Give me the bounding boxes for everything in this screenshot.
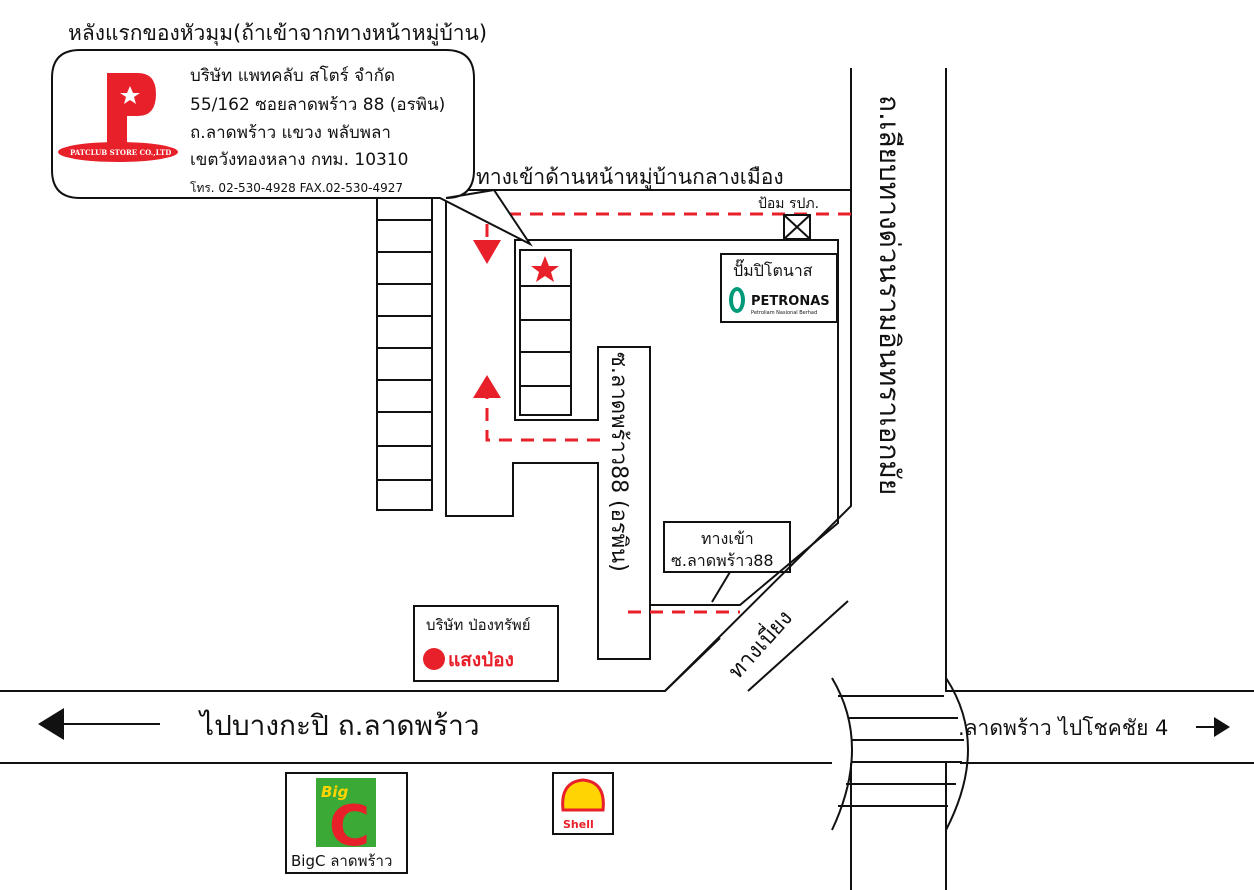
village-roads bbox=[445, 189, 851, 660]
petronas-landmark: ปั๊มปิโตนาส PETRONAS Petroliam Nasional … bbox=[720, 253, 838, 323]
left-arrow-icon bbox=[38, 708, 160, 740]
arrow-down-icon bbox=[473, 240, 501, 264]
village-entrance-label: ทางเข้าด้านหน้าหมู่บ้านกลางเมือง bbox=[476, 165, 784, 190]
address-callout: หลังแรกของหัวมุม(ถ้าเข้าจากทางหน้าหมู่บ้… bbox=[51, 21, 533, 247]
police-box-label: ป้อม รปภ. bbox=[758, 196, 819, 212]
shell-logo-icon bbox=[561, 778, 605, 812]
entrance-sign-line-1: ทางเข้า bbox=[701, 529, 754, 548]
house-row-left bbox=[376, 189, 433, 511]
callout-address-1: 55/162 ซอยลาดพร้าว 88 (อรพิน) bbox=[190, 95, 445, 115]
shell-landmark: Shell bbox=[552, 772, 614, 835]
callout-phone: โทร. 02-530-4928 FAX.02-530-4927 bbox=[190, 181, 403, 195]
police-box-icon bbox=[783, 214, 811, 240]
petronas-sub: Petroliam Nasional Berhad bbox=[751, 310, 817, 316]
slip-road bbox=[747, 600, 849, 692]
petronas-caption: ปั๊มปิโตนาส bbox=[733, 259, 813, 280]
bigc-c: C bbox=[329, 794, 370, 859]
bigc-big: Big bbox=[321, 783, 349, 801]
pongsap-brand: แสงป่อง bbox=[448, 649, 514, 671]
expressway-road-label: ถ.เลียบทางด่วนรามอินทราเอกมัย bbox=[873, 95, 906, 495]
right-arrow-icon bbox=[1196, 717, 1230, 737]
shell-brand: Shell bbox=[563, 818, 594, 831]
callout-heading: หลังแรกของหัวมุม(ถ้าเข้าจากทางหน้าหมู่บ้… bbox=[68, 21, 487, 46]
callout-address-3: เขตวังทองหลาง กทม. 10310 bbox=[190, 150, 409, 170]
to-bangkapi-label: ไปบางกะปิ ถ.ลาดพร้าว bbox=[198, 709, 480, 742]
petronas-brand: PETRONAS bbox=[751, 294, 830, 309]
callout-company: บริษัท แพทคลับ สโตร์ จำกัด bbox=[190, 65, 395, 86]
pongsap-caption: บริษัท ป่องทรัพย์ bbox=[426, 616, 531, 634]
soi-name-label: ซ.ลาดพร้าว88 (อรพิน) bbox=[606, 352, 631, 572]
callout-address-2: ถ.ลาดพร้าว แขวง พลับพลา bbox=[190, 123, 391, 143]
pongsap-logo-icon bbox=[423, 648, 445, 670]
bigc-logo-icon bbox=[316, 778, 376, 847]
entrance-sign: ทางเข้า ซ.ลาดพร้าว88 bbox=[663, 521, 791, 603]
crosswalk bbox=[831, 677, 969, 831]
bigc-caption: BigC ลาดพร้าว bbox=[291, 852, 392, 870]
arrow-up-icon bbox=[473, 375, 501, 398]
destination-star-icon bbox=[531, 256, 559, 282]
house-row-target bbox=[519, 249, 572, 416]
pongsap-landmark: บริษัท ป่องทรัพย์ แสงป่อง bbox=[413, 605, 559, 682]
entrance-sign-line-2: ซ.ลาดพร้าว88 bbox=[671, 551, 774, 570]
slip-road-label: ทางเบี่ยง bbox=[721, 603, 798, 684]
bigc-landmark: Big C BigC ลาดพร้าว bbox=[285, 772, 408, 874]
patclub-banner: PATCLUB STORE CO.,LTD bbox=[70, 148, 171, 157]
to-chokchai-label: .ลาดพร้าว ไปโชคชัย 4 bbox=[958, 716, 1168, 740]
patclub-logo-icon: PATCLUB STORE CO.,LTD bbox=[58, 73, 178, 162]
